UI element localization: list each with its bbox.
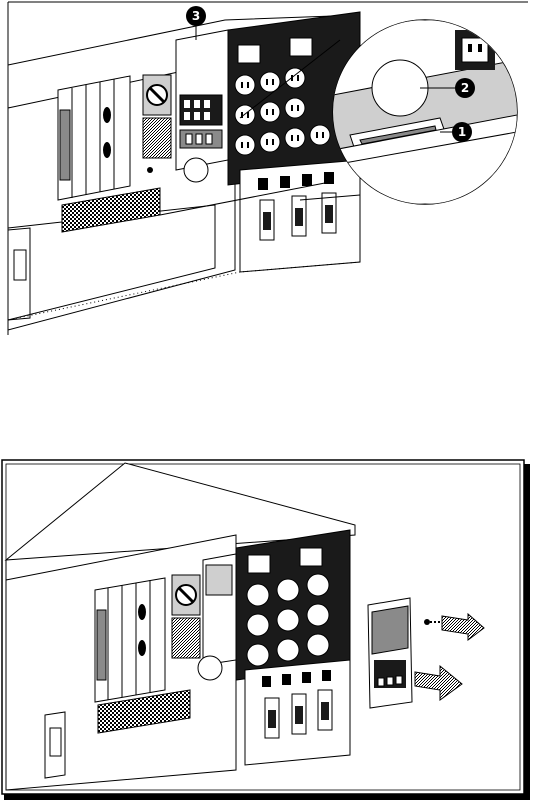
extension-bay (245, 660, 350, 765)
module-slots (58, 76, 130, 200)
zoom-detail (333, 20, 517, 204)
extension-bay (240, 160, 360, 272)
svg-text:1: 1 (458, 125, 466, 139)
module-slots (95, 578, 165, 702)
bottom-figure (2, 460, 530, 800)
empty-card-bay (198, 554, 236, 680)
removed-card (368, 598, 412, 708)
svg-text:3: 3 (192, 9, 200, 23)
outlet-panel (236, 530, 350, 680)
rack-ear-slot (50, 728, 61, 756)
top-figure: 3 2 1 (8, 2, 528, 335)
svg-text:2: 2 (461, 81, 469, 95)
rack-ear-slot (14, 250, 26, 280)
